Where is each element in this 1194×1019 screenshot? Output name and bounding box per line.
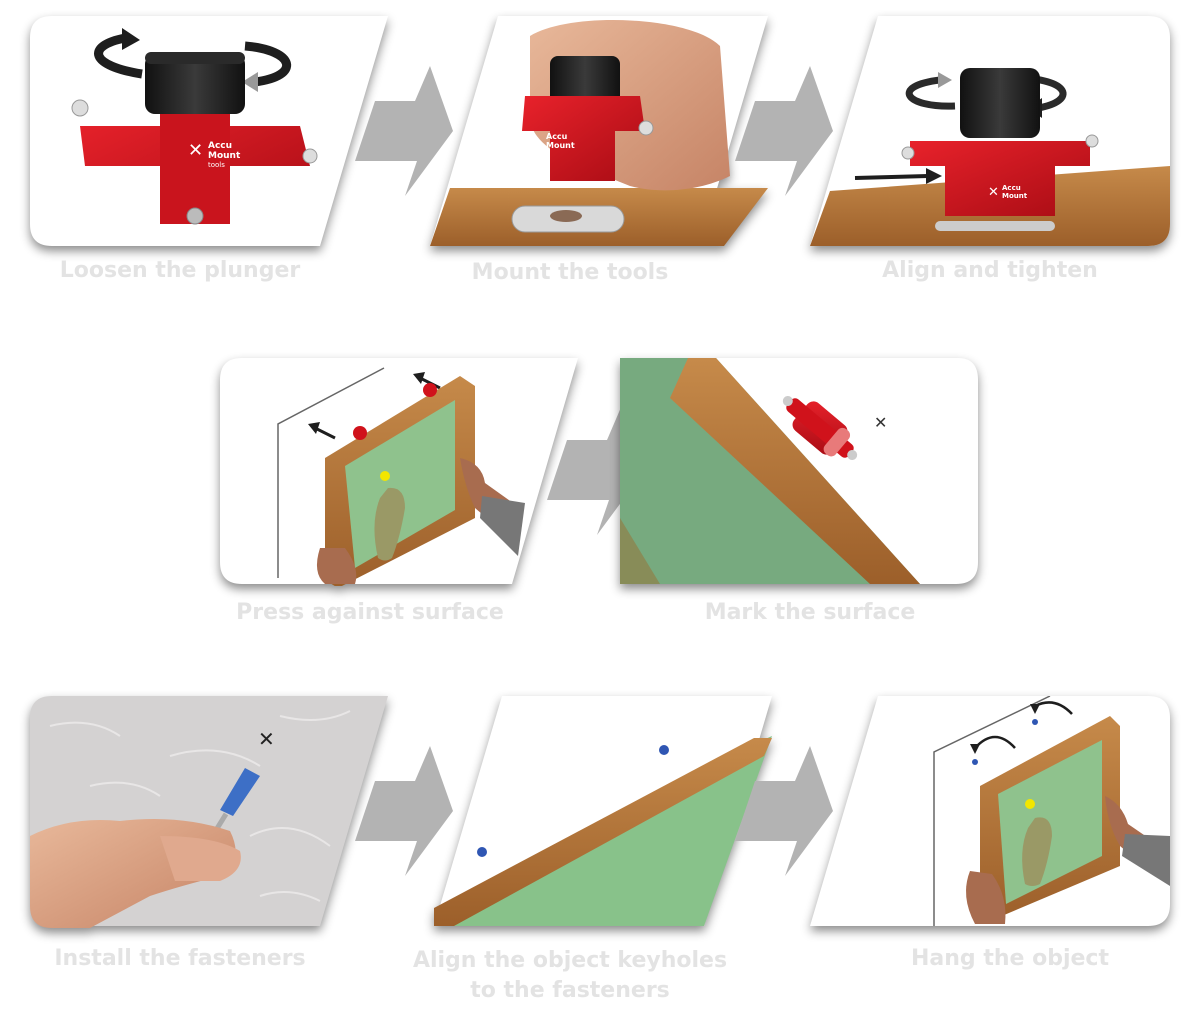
picture-frame <box>670 358 920 584</box>
step-4-image <box>220 358 578 586</box>
next-step-arrow-icon <box>345 746 455 876</box>
next-step-arrow-icon <box>725 746 835 876</box>
screw-head-icon <box>659 745 669 755</box>
step-4-caption: Press against surface <box>236 600 504 625</box>
step-6-image: ✕ <box>30 696 388 928</box>
screw-head-icon <box>477 847 487 857</box>
picture-frame <box>434 738 772 926</box>
red-tool-body <box>910 141 1090 216</box>
step-8-image <box>810 696 1170 926</box>
step-2-panel: Accu Mount <box>430 16 770 248</box>
knob <box>960 68 1040 138</box>
left-hand <box>316 548 357 584</box>
step-7-caption: Align the object keyholes to the fastene… <box>400 946 740 1006</box>
step-6-panel: ✕ <box>30 696 390 928</box>
svg-text:Mount: Mount <box>1002 192 1028 200</box>
rotate-right-arrow-icon <box>244 41 291 87</box>
rotate-left-arrow-icon <box>905 76 956 110</box>
step-7-panel <box>434 696 774 928</box>
step-3-image: ✕ Accu Mount <box>810 16 1170 246</box>
step-3-panel: ✕ Accu Mount <box>810 16 1170 248</box>
red-tool <box>782 396 858 460</box>
svg-text:Mount: Mount <box>208 151 241 161</box>
step-8-caption: Hang the object <box>911 946 1109 971</box>
wall-outline <box>277 367 385 578</box>
push-arrow-icon <box>314 426 336 440</box>
wall-outline <box>933 696 1051 926</box>
step-7-caption-line1: Align the object keyholes <box>412 948 728 973</box>
brand-x-icon: ✕ <box>988 185 999 200</box>
vase <box>1022 817 1052 886</box>
svg-text:Accu: Accu <box>546 132 568 141</box>
svg-text:Mount: Mount <box>546 141 575 150</box>
step-2-image: Accu Mount <box>430 16 768 246</box>
x-mark-icon: ✕ <box>874 413 887 432</box>
sleeve <box>480 496 525 556</box>
vase <box>374 487 405 561</box>
step-6-caption: Install the fasteners <box>54 946 306 971</box>
next-step-arrow-icon <box>725 66 835 196</box>
svg-text:Accu: Accu <box>1002 184 1021 192</box>
step-1-panel: ✕ Accu Mount tools <box>30 16 390 248</box>
keyhole-hanger <box>935 221 1055 231</box>
flower-icon <box>1025 799 1035 809</box>
sleeve <box>1122 834 1170 886</box>
step-1-image: ✕ Accu Mount tools <box>30 16 388 246</box>
step-5-caption: Mark the surface <box>704 600 916 625</box>
screw-head-icon <box>972 759 978 765</box>
step-3-caption: Align and tighten <box>882 258 1098 283</box>
step-4-panel <box>220 358 580 586</box>
knob <box>145 54 245 114</box>
push-arrow-icon <box>854 174 929 180</box>
svg-text:Accu: Accu <box>208 141 232 151</box>
step-8-panel <box>810 696 1170 928</box>
brand-x-icon: ✕ <box>188 140 203 161</box>
flower-icon <box>380 471 390 481</box>
red-tool-body <box>522 96 645 181</box>
step-5-panel: ✕ <box>620 358 980 586</box>
step-2-caption: Mount the tools <box>471 260 669 285</box>
rotate-left-arrow-icon <box>94 33 143 79</box>
artwork <box>345 400 455 568</box>
step-7-image <box>434 696 772 926</box>
svg-text:tools: tools <box>208 161 225 169</box>
step-1-caption: Loosen the plunger <box>59 258 301 283</box>
blue-wall-anchor <box>220 768 260 816</box>
step-7-caption-line2: to the fasteners <box>470 978 670 1003</box>
screw-head-icon <box>1032 719 1038 725</box>
next-step-arrow-icon <box>345 66 455 196</box>
step-5-image: ✕ <box>620 358 978 584</box>
left-hand <box>966 871 1006 924</box>
x-mark-icon: ✕ <box>258 727 275 751</box>
